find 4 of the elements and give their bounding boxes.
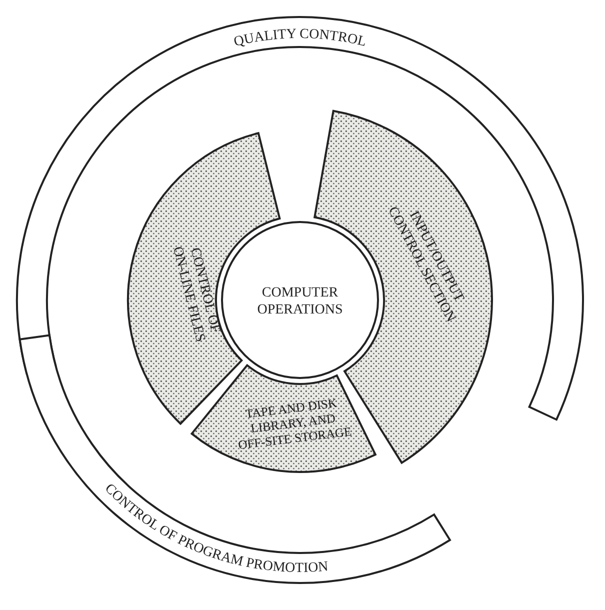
- segment-label: TAPE AND DISK LIBRARY, AND OFF-SITE STORAGE: [237, 396, 352, 452]
- segment-label: COMPUTER OPERATIONS: [257, 286, 343, 318]
- segment-label: CONTROL OF ON-LINE FILES: [169, 245, 223, 344]
- ring-label: QUALITY CONTROL: [232, 26, 368, 50]
